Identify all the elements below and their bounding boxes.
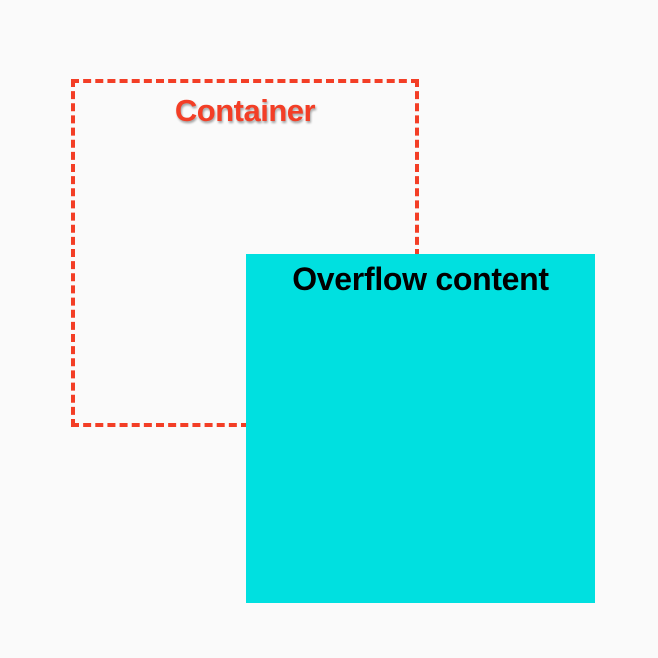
container-box: Container <box>71 79 419 427</box>
overflow-content-box: Overflow content <box>246 254 595 603</box>
container-label: Container <box>174 93 316 128</box>
overflow-content-label: Overflow content <box>292 261 549 297</box>
